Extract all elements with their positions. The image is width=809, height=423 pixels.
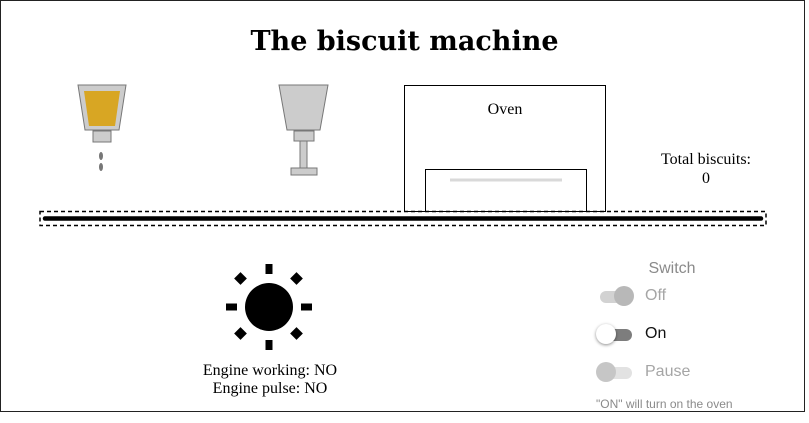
toggle-knob[interactable]: [596, 324, 616, 344]
oven-label: Oven: [487, 101, 523, 118]
engine-working-status: Engine working: NO: [202, 362, 338, 379]
off-toggle[interactable]: [596, 284, 636, 308]
pause-label: Pause: [645, 363, 691, 380]
machine-panel: [0, 0, 805, 412]
engine-pulse-status: Engine pulse: NO: [212, 380, 328, 397]
total-biscuits-label: Total biscuits:: [661, 151, 751, 168]
stamper-icon: [278, 84, 329, 176]
dough-drop: [99, 163, 103, 171]
on-toggle[interactable]: [596, 322, 636, 346]
switch-off-option[interactable]: Off: [596, 284, 666, 308]
dough-fill: [84, 91, 120, 126]
pause-toggle[interactable]: [596, 360, 636, 384]
off-label: Off: [645, 287, 667, 304]
switch-hint: "ON" will turn on the oven: [596, 397, 733, 411]
total-biscuits-value: 0: [702, 170, 710, 187]
conveyor-belt: [39, 210, 767, 227]
page-title: The biscuit machine: [250, 26, 559, 57]
toggle-knob[interactable]: [596, 362, 616, 382]
switch-on-option[interactable]: On: [596, 322, 666, 346]
extruder-icon: [77, 84, 127, 171]
sun-icon: [226, 264, 312, 350]
toggle-knob[interactable]: [614, 286, 634, 306]
dough-drop: [99, 152, 103, 160]
on-label: On: [645, 325, 667, 342]
switch-title: Switch: [648, 260, 696, 277]
switch-pause-option[interactable]: Pause: [596, 360, 690, 384]
oven-chamber: [425, 169, 587, 212]
oven: [404, 85, 606, 212]
